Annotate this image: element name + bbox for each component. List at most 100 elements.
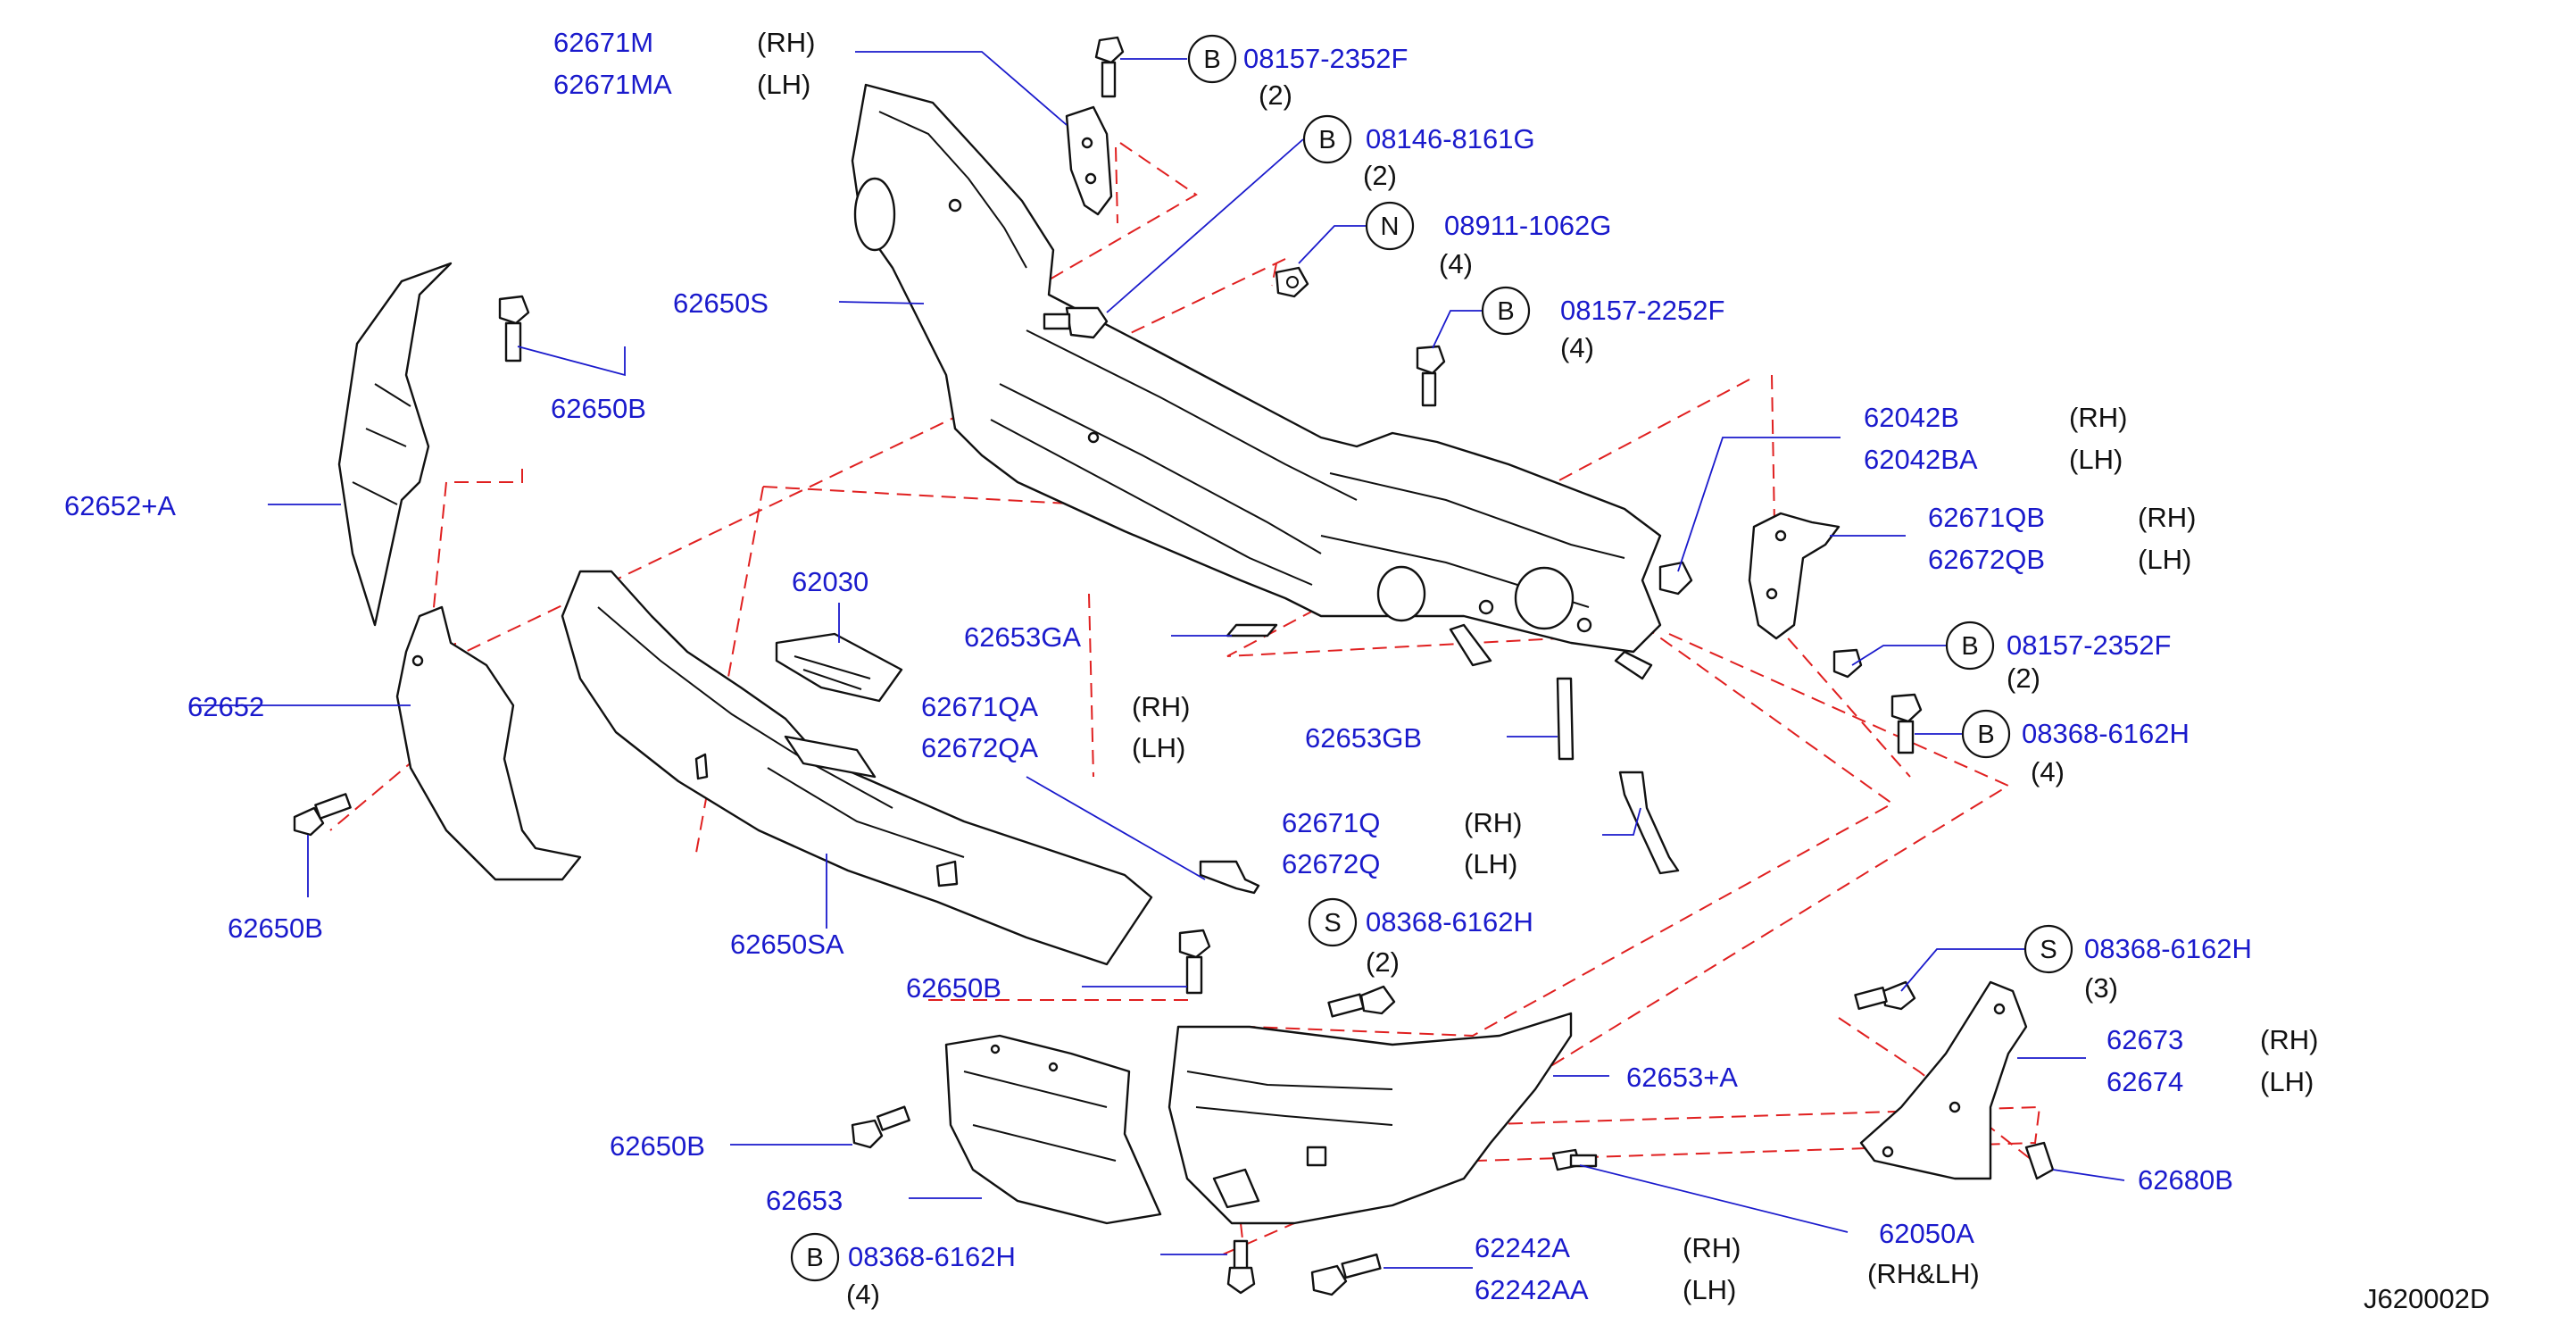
- label-62674: 62674: [2107, 1066, 2183, 1097]
- bolt-08157-2252F: [1416, 345, 1446, 407]
- nut-08911-1062G: [1275, 266, 1309, 298]
- label-62650B-left: 62650B: [228, 912, 323, 944]
- label-62672QA: 62672QA: [921, 732, 1038, 763]
- circle-n1: N: [1365, 201, 1415, 251]
- bolt-08146-8161G: [1043, 306, 1109, 339]
- circle-letter: N: [1381, 212, 1400, 241]
- label-62671M-side: (RH): [757, 27, 815, 58]
- label-62242A: 62242A: [1475, 1232, 1570, 1263]
- label-qty: (4): [1560, 332, 1594, 363]
- label-62680B: 62680B: [2138, 1164, 2233, 1196]
- nut-62042B: [1658, 561, 1693, 596]
- label-62653GB: 62653GB: [1305, 722, 1422, 754]
- circle-b6: B: [790, 1232, 840, 1282]
- part-62030: [775, 632, 903, 703]
- label-62653A: 62653+A: [1626, 1062, 1738, 1093]
- label-qty: (2): [2007, 662, 2040, 694]
- bolt-62650B-mid: [1178, 929, 1211, 995]
- circle-b5: B: [1961, 709, 2011, 759]
- label-62671M: 62671M: [553, 27, 653, 58]
- label-62672Q: 62672Q: [1282, 848, 1380, 879]
- label-62650S: 62650S: [673, 288, 769, 319]
- label-62650B: 62650B: [551, 393, 646, 424]
- lower-side-bracket-62652: [395, 605, 582, 881]
- bolt-08368-6162H-B-lower: [1226, 1239, 1256, 1295]
- bracket-62671M: [1065, 105, 1113, 216]
- clip-62680B: [2024, 1141, 2055, 1180]
- label-62652A: 62652+A: [64, 490, 176, 521]
- bolt-08157-2352F: [1094, 36, 1125, 98]
- side-bracket-62652A: [337, 262, 453, 627]
- bolt-62242A: [1310, 1253, 1382, 1296]
- circle-b2: B: [1302, 114, 1352, 164]
- diagram-code: J620002D: [2364, 1283, 2489, 1314]
- circle-letter: B: [1977, 721, 1994, 749]
- bolt-62650B-top: [498, 295, 530, 362]
- label-62242A-side: (RH): [1683, 1232, 1741, 1263]
- circle-b3: B: [1481, 286, 1531, 336]
- bolt-62650B-left: [293, 793, 352, 837]
- label-62674-side: (LH): [2260, 1066, 2314, 1097]
- label-62672QB-side: (LH): [2138, 544, 2191, 575]
- part-labels: 62671M (RH) 62671MA (LH) 08157-2352F (2)…: [64, 27, 2489, 1314]
- label-62242AA-side: (LH): [1683, 1274, 1736, 1305]
- label-qty: (3): [2084, 972, 2118, 1004]
- label-qty: (4): [2031, 756, 2065, 788]
- label-62672Q-side: (LH): [1464, 848, 1517, 879]
- label-62042B: 62042B: [1864, 402, 1959, 433]
- label-62042B-side: (RH): [2069, 402, 2127, 433]
- label-62673: 62673: [2107, 1024, 2183, 1055]
- label-08368-6162H-lower: 08368-6162H: [848, 1241, 1016, 1272]
- label-08157-2352F-right: 08157-2352F: [2007, 629, 2171, 661]
- label-62671QB: 62671QB: [1928, 502, 2045, 533]
- label-62050A: 62050A: [1879, 1218, 1974, 1249]
- circle-s1: S: [1308, 897, 1358, 947]
- bolt-08368-6162H-right: [1890, 693, 1923, 754]
- label-62050A-side: (RH&LH): [1867, 1258, 1980, 1289]
- leader-lines: [190, 51, 2125, 1269]
- circle-s2: S: [2023, 924, 2073, 974]
- label-62652: 62652: [187, 691, 264, 722]
- label-62672QB: 62672QB: [1928, 544, 2045, 575]
- bracket-62673: [1859, 980, 2028, 1180]
- reinforcement-beam-62650S: [851, 83, 1662, 680]
- circle-b1: B: [1187, 34, 1237, 84]
- label-62671MA-side: (LH): [757, 69, 810, 100]
- label-08157-2352F: 08157-2352F: [1243, 43, 1408, 74]
- label-qty: (2): [1363, 160, 1397, 191]
- circle-letter: B: [806, 1244, 823, 1272]
- label-62042BA: 62042BA: [1864, 444, 1978, 475]
- label-62030: 62030: [792, 566, 868, 597]
- bracket-62672QA: [1199, 860, 1260, 895]
- circle-letter: B: [1203, 46, 1220, 74]
- label-08157-2252F: 08157-2252F: [1560, 295, 1724, 326]
- bumper-armature-62650SA: [561, 570, 1153, 966]
- circle-letter: S: [2040, 936, 2057, 964]
- label-62671Q: 62671Q: [1282, 807, 1380, 838]
- circle-letter: B: [1318, 126, 1335, 154]
- label-62671QB-side: (RH): [2138, 502, 2196, 533]
- bolt-62650B-lower: [851, 1105, 910, 1149]
- label-62650B-mid: 62650B: [906, 972, 1001, 1004]
- label-08368-6162H-right: 08368-6162H: [2022, 718, 2190, 749]
- label-62671QA-side: (RH): [1132, 691, 1190, 722]
- circle-letter: B: [1497, 297, 1514, 326]
- label-62650B-lower: 62650B: [610, 1130, 705, 1162]
- label-62672QA-side: (LH): [1132, 732, 1185, 763]
- clip-62050A: [1551, 1148, 1598, 1171]
- bolt-08368-6162H-S: [1327, 985, 1396, 1018]
- label-08146-8161G: 08146-8161G: [1366, 123, 1535, 154]
- bracket-62671QB: [1748, 512, 1841, 640]
- label-62671MA: 62671MA: [553, 69, 672, 100]
- lower-fascia-62653A: [1168, 1012, 1573, 1225]
- label-qty: (4): [1439, 248, 1473, 279]
- label-qty: (4): [846, 1279, 880, 1310]
- circle-letter: S: [1324, 909, 1341, 938]
- lower-side-piece-62653: [944, 1034, 1162, 1225]
- label-08368-6162H-S: 08368-6162H: [1366, 906, 1533, 938]
- plate-62653GA: [1226, 623, 1278, 638]
- label-62242AA: 62242AA: [1475, 1274, 1589, 1305]
- label-62671Q-side: (RH): [1464, 807, 1522, 838]
- label-62671QA: 62671QA: [921, 691, 1038, 722]
